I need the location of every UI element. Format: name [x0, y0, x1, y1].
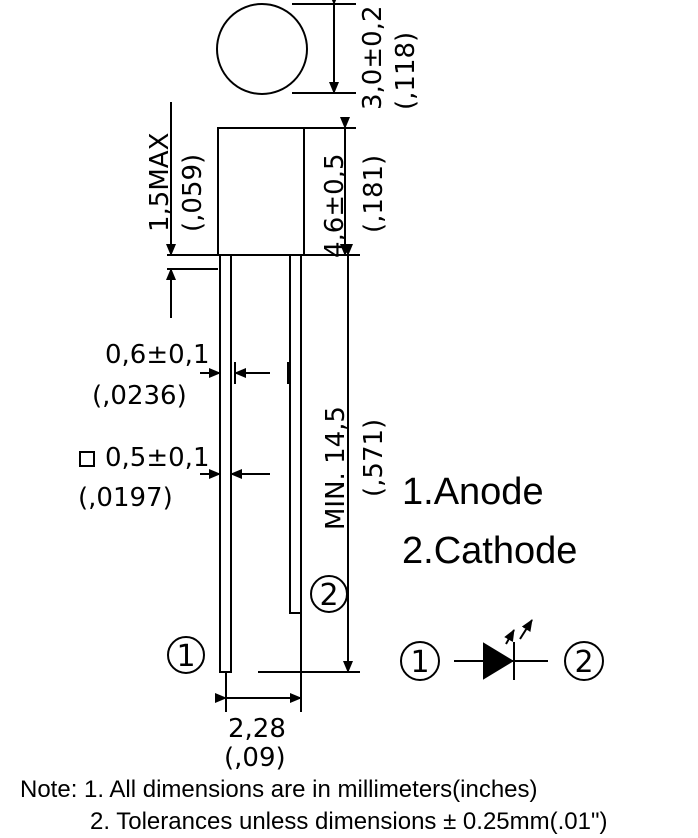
note-line-2: 2. Tolerances unless dimensions ± 0.25mm… — [90, 808, 608, 835]
schematic-pin1-marker: 1 — [410, 645, 429, 680]
flange-inch-label: (,059) — [178, 154, 208, 232]
schematic-pin2-circle — [564, 641, 604, 681]
top-view-circle — [216, 3, 308, 95]
pin1-marker: 1 — [176, 639, 195, 674]
note-line-1: Note: 1. All dimensions are in millimete… — [20, 776, 538, 803]
square-symbol — [79, 451, 95, 467]
lead-width-inch-label: (,0236) — [92, 381, 187, 411]
lead-1 — [219, 254, 232, 673]
body-length-label: 4,6±0,5 — [320, 154, 350, 258]
flange-label: 1,5MAX — [145, 133, 175, 232]
pin2-marker: 2 — [319, 578, 338, 613]
diameter-inch-label: (,118) — [391, 32, 421, 110]
lead-length-inch-label: (,571) — [359, 419, 389, 497]
schematic-pin2-marker: 2 — [574, 645, 593, 680]
diameter-label: 3,0±0,2 — [358, 6, 388, 110]
lead-width-label: 0,6±0,1 — [105, 340, 209, 370]
lead-square-inch-label: (,0197) — [78, 483, 173, 513]
lead-length-label: MIN. 14,5 — [321, 406, 351, 530]
pin2-label: 2.Cathode — [402, 530, 577, 572]
pitch-inch-label: (,09) — [224, 743, 286, 773]
pin1-label: 1.Anode — [402, 471, 544, 513]
body-length-inch-label: (,181) — [359, 155, 389, 233]
led-symbol — [483, 642, 514, 680]
schematic-pin1-circle — [400, 641, 440, 681]
pitch-label: 2,28 — [228, 714, 286, 744]
pin1-marker-circle — [167, 636, 205, 674]
lead-2 — [289, 254, 302, 614]
lead-square-label: 0,5±0,1 — [105, 443, 209, 473]
led-body — [217, 127, 305, 256]
pin2-marker-circle — [310, 575, 348, 613]
